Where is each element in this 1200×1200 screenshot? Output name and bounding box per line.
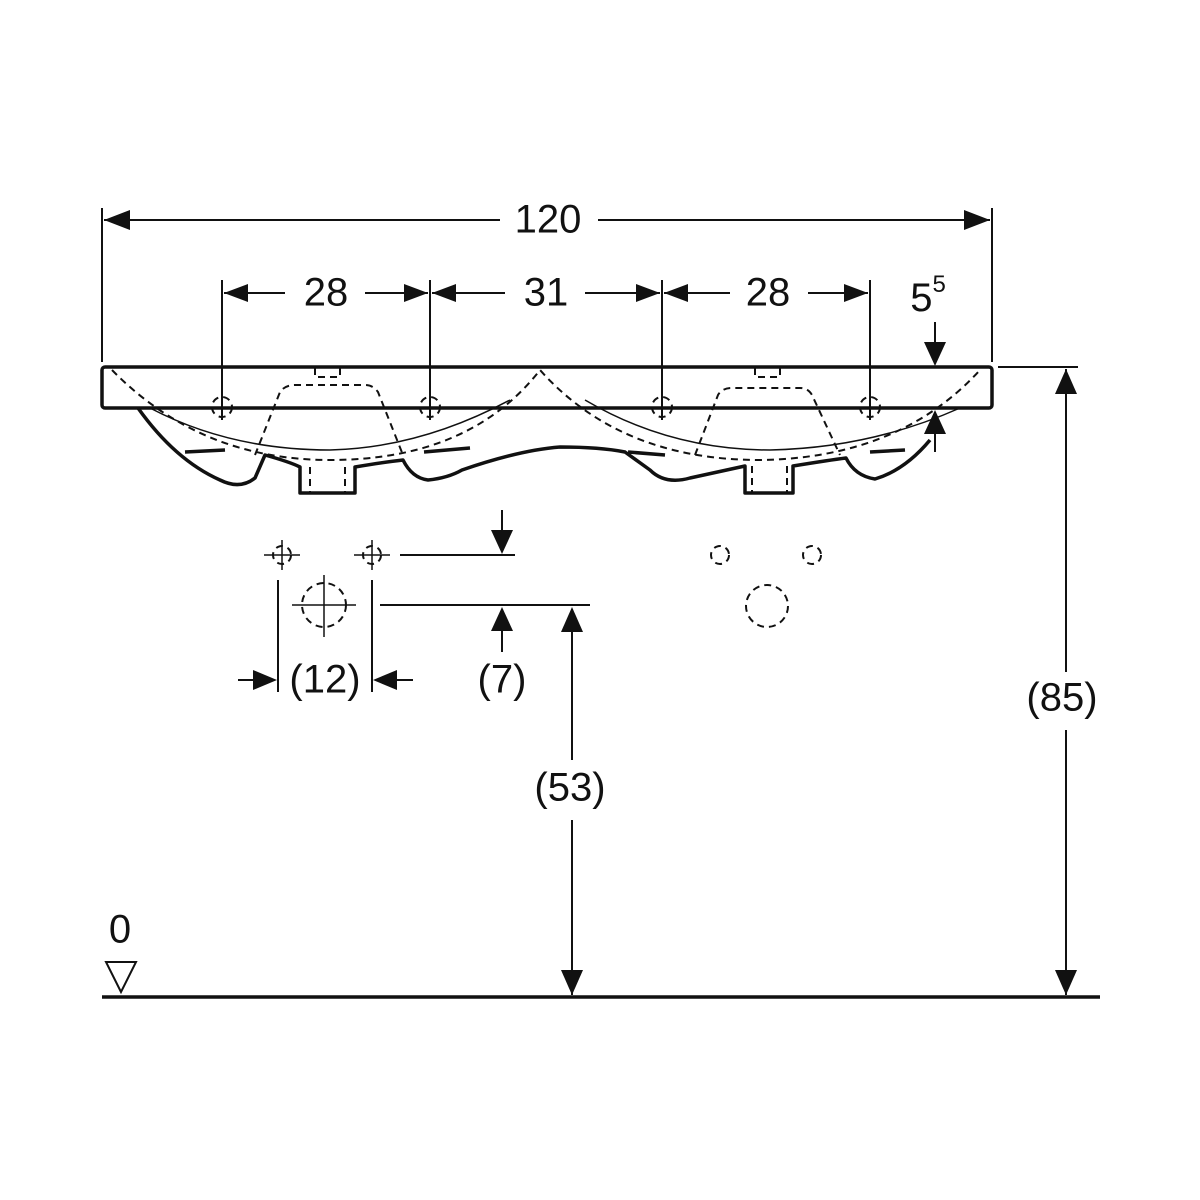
floor-level: 0 [102,908,1100,999]
spacing-center-label: 31 [524,271,569,315]
overall-width-dimension: 120 [101,198,993,362]
tap-hole-crosshair-right [354,540,390,570]
outlet-height-dimension: (53) [534,607,606,995]
tap-hole-markers [211,396,881,418]
tap-hole-offset-label: (7) [478,658,527,702]
total-height-label: (85) [1026,676,1097,720]
hole-spacing-dimensions: 28 31 28 [221,271,871,420]
floor-level-label: 0 [109,908,131,952]
rim-thickness-label: 55 [910,271,946,319]
tap-hole-crosshair-left [264,540,300,570]
rim-thickness-dimension: 55 [900,271,946,452]
outlet-crosshair [292,575,356,637]
tap-hole-spacing-label: (12) [289,658,360,702]
washbasin-body [100,365,994,495]
overall-width-label: 120 [515,198,582,242]
spacing-left-label: 28 [304,271,349,315]
outlet-height-label: (53) [534,766,605,810]
right-basin-connection-markers [710,545,822,628]
total-height-dimension: (85) [998,366,1098,995]
connection-detail: (12) (7) [238,510,590,702]
spacing-right-label: 28 [746,271,791,315]
